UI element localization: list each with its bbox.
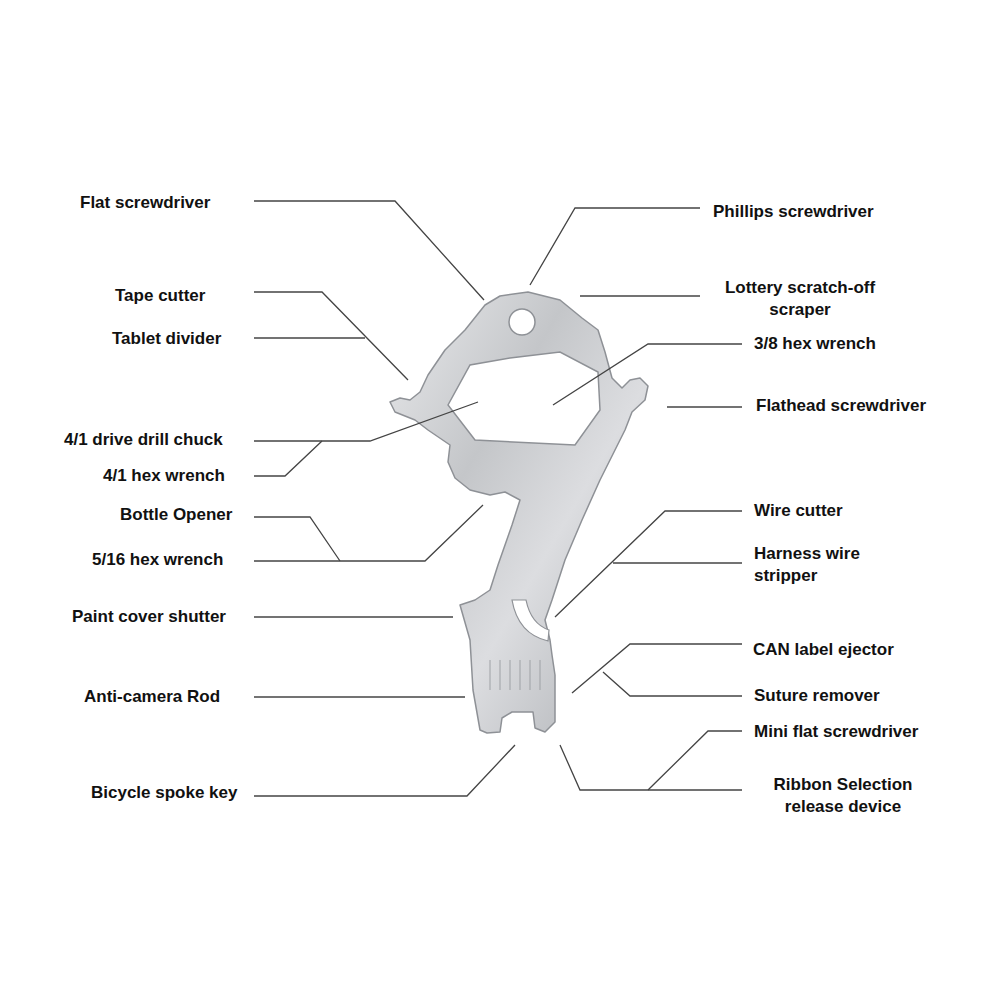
part-label: Flat screwdriver <box>80 192 210 214</box>
part-label: Phillips screwdriver <box>713 201 874 223</box>
part-label: Wire cutter <box>754 500 843 522</box>
tool-body <box>390 292 648 733</box>
part-label: 4/1 hex wrench <box>103 465 225 487</box>
cutter-slot <box>512 600 549 641</box>
part-label: Mini flat screwdriver <box>754 721 918 743</box>
key-ring-hole <box>509 309 535 335</box>
key-grooves <box>490 660 540 690</box>
part-label: 3/8 hex wrench <box>754 333 876 355</box>
part-label: Lottery scratch-off scraper <box>709 277 891 321</box>
part-label: 4/1 drive drill chuck <box>64 429 223 451</box>
part-label: 5/16 hex wrench <box>92 549 223 571</box>
part-label: Bicycle spoke key <box>91 782 237 804</box>
part-label: Paint cover shutter <box>72 606 226 628</box>
part-label: Ribbon Selection release device <box>762 774 924 818</box>
part-label: Tape cutter <box>115 285 205 307</box>
part-label: Bottle Opener <box>120 504 232 526</box>
hex-opening <box>448 352 600 445</box>
part-label: Anti-camera Rod <box>84 686 220 708</box>
part-label: Flathead screwdriver <box>756 395 926 417</box>
part-label: Tablet divider <box>112 328 221 350</box>
part-label: CAN label ejector <box>753 639 894 661</box>
part-label: Suture remover <box>754 685 880 707</box>
leader-lines <box>254 201 742 796</box>
part-label: Harness wire stripper <box>754 543 882 587</box>
